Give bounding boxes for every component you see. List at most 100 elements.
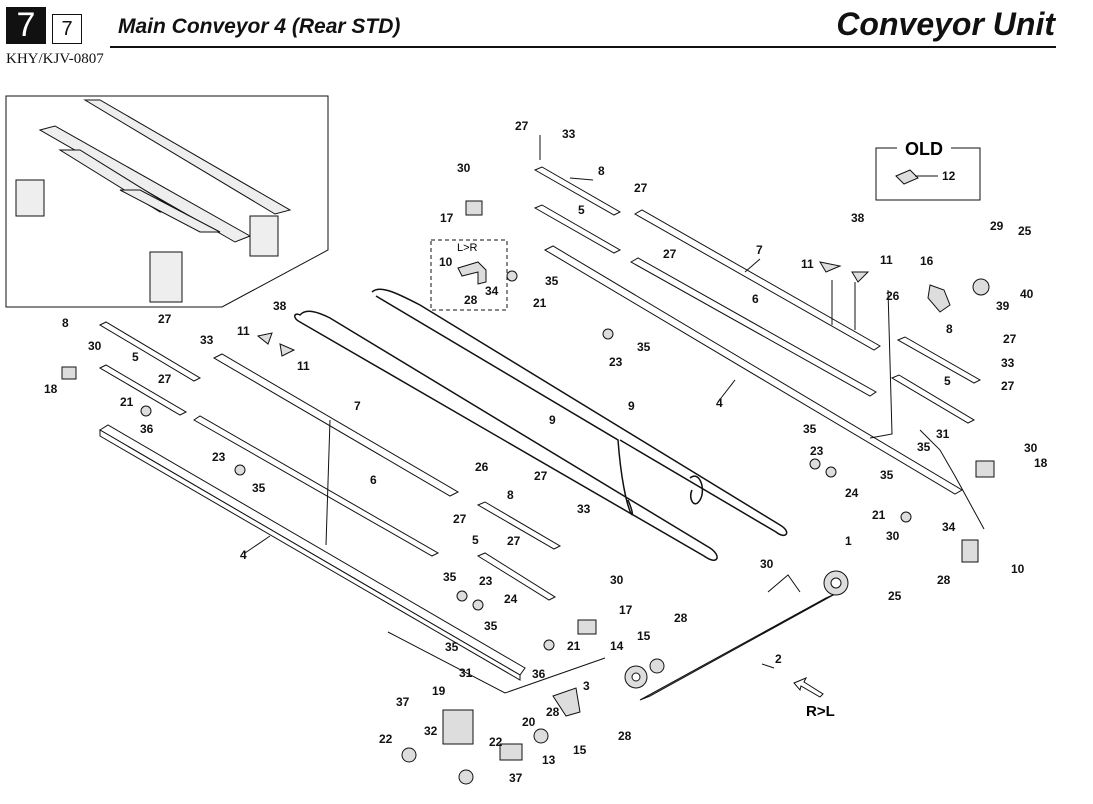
part-callout-27: 27 — [663, 247, 677, 261]
part-callout-17: 17 — [619, 603, 633, 617]
part-callout-31: 31 — [936, 427, 950, 441]
part-callout-8: 8 — [507, 488, 514, 502]
part-callout-19: 19 — [432, 684, 446, 698]
part-callout-35: 35 — [443, 570, 457, 584]
header-divider — [110, 46, 1056, 48]
part-callout-25: 25 — [888, 589, 902, 603]
part-callout-3: 3 — [583, 679, 590, 693]
part-callout-36: 36 — [140, 422, 154, 436]
part-callout-10: 10 — [1011, 562, 1025, 576]
part-callout-23: 23 — [212, 450, 226, 464]
part-callout-39: 39 — [996, 299, 1010, 313]
part-callout-31: 31 — [459, 666, 473, 680]
part-callout-30: 30 — [886, 529, 900, 543]
part-callout-21: 21 — [567, 639, 581, 653]
part-callout-17: 17 — [440, 211, 454, 225]
part-callout-36: 36 — [532, 667, 546, 681]
part-callout-35: 35 — [252, 481, 266, 495]
part-callout-21: 21 — [533, 296, 547, 310]
unit-title: Conveyor Unit — [836, 6, 1055, 42]
page-number-badge: 7 — [52, 14, 82, 44]
part-callout-28: 28 — [618, 729, 632, 743]
part-callout-15: 15 — [637, 629, 651, 643]
part-callout-28: 28 — [937, 573, 951, 587]
part-callout-4: 4 — [240, 548, 247, 562]
part-callout-9: 9 — [628, 399, 635, 413]
direction-indicator: R>L — [793, 677, 835, 720]
part-callout-22: 22 — [489, 735, 503, 749]
section-number-badge: 7 — [6, 7, 46, 44]
part-callout-34: 34 — [485, 284, 499, 298]
part-callout-11: 11 — [237, 324, 250, 338]
part-callout-23: 23 — [810, 444, 824, 458]
part-callout-30: 30 — [610, 573, 624, 587]
part-callout-24: 24 — [504, 592, 518, 606]
part-callout-28: 28 — [674, 611, 688, 625]
part-callout-27: 27 — [1001, 379, 1015, 393]
part-callout-35: 35 — [803, 422, 817, 436]
part-callout-27: 27 — [158, 312, 172, 326]
leader-lines — [244, 135, 985, 694]
part-callout-7: 7 — [354, 399, 361, 413]
part-callout-30: 30 — [760, 557, 774, 571]
part-callout-35: 35 — [880, 468, 894, 482]
part-callout-23: 23 — [479, 574, 493, 588]
page-title: Main Conveyor 4 (Rear STD) — [118, 15, 401, 38]
part-callout-6: 6 — [752, 292, 759, 306]
part-callout-29: 29 — [990, 219, 1004, 233]
part-callout-28: 28 — [464, 293, 478, 307]
document-code: KHY/KJV-0807 — [6, 51, 104, 67]
part-callout-8: 8 — [598, 164, 605, 178]
part-callout-16: 16 — [920, 254, 934, 268]
part-callout-27: 27 — [158, 372, 172, 386]
part-callout-35: 35 — [637, 340, 651, 354]
part-callout-26: 26 — [475, 460, 489, 474]
part-callout-30: 30 — [457, 161, 471, 175]
part-callout-13: 13 — [542, 753, 556, 767]
small-parts — [61, 200, 995, 785]
lr-box-label: L>R — [457, 242, 478, 254]
part-callout-27: 27 — [507, 534, 521, 548]
part-callout-26: 26 — [886, 289, 900, 303]
part-callout-11: 11 — [297, 359, 310, 373]
lr-option-box: L>R — [430, 239, 508, 311]
part-callout-32: 32 — [424, 724, 438, 738]
rails — [98, 166, 982, 701]
direction-label: R>L — [806, 703, 835, 720]
part-callout-40: 40 — [1020, 287, 1034, 301]
part-callout-14: 14 — [610, 639, 624, 653]
part-callout-27: 27 — [634, 181, 648, 195]
part-callout-27: 27 — [534, 469, 548, 483]
part-callout-28: 28 — [546, 705, 560, 719]
part-callout-5: 5 — [472, 533, 479, 547]
part-callout-23: 23 — [609, 355, 623, 369]
part-callout-33: 33 — [200, 333, 214, 347]
part-callout-11: 11 — [801, 257, 814, 271]
part-callout-33: 33 — [577, 502, 591, 516]
part-callout-7: 7 — [756, 243, 763, 257]
part-callout-25: 25 — [1018, 224, 1032, 238]
part-callout-9: 9 — [549, 413, 556, 427]
part-callout-1: 1 — [845, 534, 852, 548]
part-callout-27: 27 — [453, 512, 467, 526]
part-callout-2: 2 — [775, 652, 782, 666]
part-callout-4: 4 — [716, 396, 723, 410]
part-callout-6: 6 — [370, 473, 377, 487]
part-callout-34: 34 — [942, 520, 956, 534]
part-callout-35: 35 — [445, 640, 459, 654]
old-box-title: OLD — [905, 139, 943, 159]
part-callout-24: 24 — [845, 486, 859, 500]
conveyor-belts — [294, 288, 788, 561]
part-callout-15: 15 — [573, 743, 587, 757]
part-callout-38: 38 — [273, 299, 287, 313]
part-callout-5: 5 — [578, 203, 585, 217]
part-callout-18: 18 — [1034, 456, 1048, 470]
part-callout-37: 37 — [396, 695, 410, 709]
part-callout-8: 8 — [946, 322, 953, 336]
overview-inset — [5, 95, 329, 308]
part-callout-11: 11 — [880, 253, 893, 267]
part-callout-37: 37 — [509, 771, 523, 785]
part-callout-30: 30 — [1024, 441, 1038, 455]
